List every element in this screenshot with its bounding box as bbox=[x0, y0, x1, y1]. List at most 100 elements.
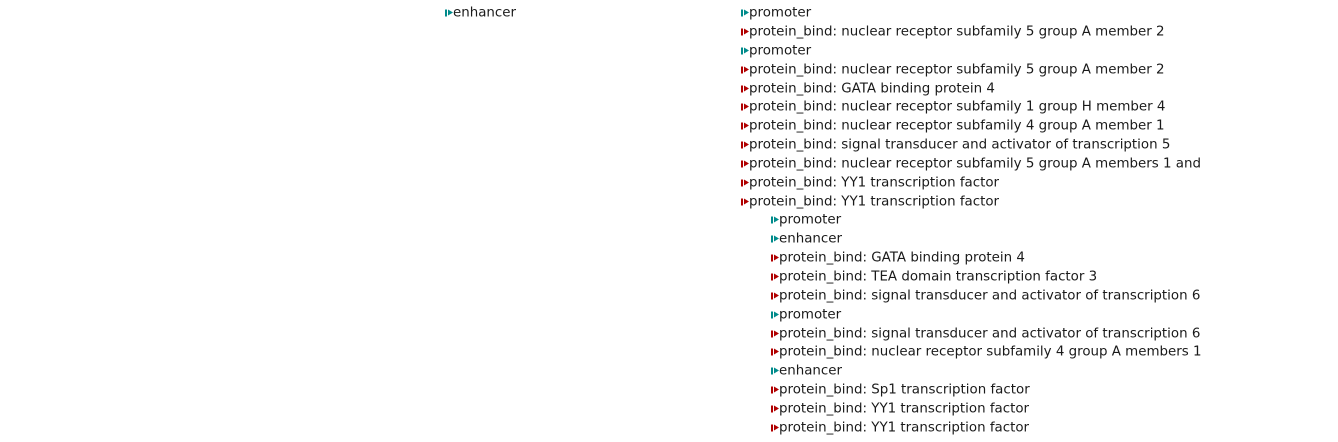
feature-annotation: protein_bind: GATA binding protein 4 bbox=[741, 80, 995, 99]
feature-label: protein_bind: YY1 transcription factor bbox=[749, 194, 1000, 210]
strand-arrow-head bbox=[774, 330, 779, 337]
feature-annotation: promoter bbox=[741, 42, 811, 61]
strand-arrow-icon bbox=[741, 9, 749, 18]
strand-arrow-stem bbox=[741, 179, 743, 187]
feature-label: promoter bbox=[779, 212, 842, 228]
feature-annotation: protein_bind: Sp1 transcription factor bbox=[771, 381, 1030, 400]
feature-label: protein_bind: signal transducer and acti… bbox=[749, 137, 1171, 153]
strand-arrow-icon bbox=[741, 198, 749, 207]
strand-arrow-stem bbox=[741, 47, 743, 55]
strand-arrow-stem bbox=[771, 424, 773, 432]
strand-arrow-icon bbox=[741, 141, 749, 150]
feature-annotation: protein_bind: GATA binding protein 4 bbox=[771, 249, 1025, 268]
feature-annotation: protein_bind: nuclear receptor subfamily… bbox=[741, 61, 1165, 80]
strand-arrow-stem bbox=[771, 330, 773, 338]
strand-arrow-head bbox=[774, 254, 779, 261]
feature-label: protein_bind: nuclear receptor subfamily… bbox=[749, 118, 1165, 134]
feature-label: promoter bbox=[749, 43, 812, 59]
strand-arrow-head bbox=[448, 9, 453, 16]
strand-arrow-head bbox=[744, 103, 749, 110]
strand-arrow-stem bbox=[741, 198, 743, 206]
feature-label: protein_bind: GATA binding protein 4 bbox=[749, 81, 995, 97]
feature-annotation: promoter bbox=[771, 306, 841, 325]
strand-arrow-head bbox=[744, 122, 749, 129]
strand-arrow-icon bbox=[741, 28, 749, 37]
strand-arrow-head bbox=[744, 47, 749, 54]
strand-arrow-head bbox=[744, 28, 749, 35]
strand-arrow-stem bbox=[771, 216, 773, 224]
strand-arrow-icon bbox=[771, 311, 779, 320]
strand-arrow-stem bbox=[771, 367, 773, 375]
strand-arrow-stem bbox=[445, 9, 447, 17]
feature-annotation: protein_bind: YY1 transcription factor bbox=[741, 174, 999, 193]
feature-label: protein_bind: Sp1 transcription factor bbox=[779, 382, 1030, 398]
feature-label: protein_bind: nuclear receptor subfamily… bbox=[749, 62, 1165, 78]
strand-arrow-head bbox=[774, 386, 779, 393]
strand-arrow-stem bbox=[771, 405, 773, 413]
strand-arrow-head bbox=[774, 424, 779, 431]
feature-annotation: protein_bind: YY1 transcription factor bbox=[771, 400, 1029, 419]
feature-annotation: protein_bind: TEA domain transcription f… bbox=[771, 268, 1097, 287]
strand-arrow-stem bbox=[741, 28, 743, 36]
strand-arrow-head bbox=[774, 235, 779, 242]
feature-label: protein_bind: nuclear receptor subfamily… bbox=[749, 24, 1165, 40]
feature-annotation: protein_bind: signal transducer and acti… bbox=[771, 287, 1200, 306]
strand-arrow-stem bbox=[741, 122, 743, 130]
feature-label: protein_bind: nuclear receptor subfamily… bbox=[779, 344, 1202, 360]
feature-annotation: protein_bind: YY1 transcription factor bbox=[771, 419, 1029, 438]
strand-arrow-head bbox=[774, 292, 779, 299]
feature-annotation: protein_bind: signal transducer and acti… bbox=[741, 136, 1170, 155]
strand-arrow-icon bbox=[771, 348, 779, 357]
strand-arrow-icon bbox=[741, 85, 749, 94]
strand-arrow-head bbox=[774, 405, 779, 412]
feature-annotation: protein_bind: nuclear receptor subfamily… bbox=[771, 343, 1202, 362]
strand-arrow-icon bbox=[771, 216, 779, 225]
strand-arrow-icon bbox=[771, 292, 779, 301]
strand-arrow-stem bbox=[771, 273, 773, 281]
strand-arrow-icon bbox=[771, 424, 779, 433]
strand-arrow-stem bbox=[741, 85, 743, 93]
feature-annotation: enhancer bbox=[771, 230, 842, 249]
feature-annotation: enhancer bbox=[771, 362, 842, 381]
strand-arrow-stem bbox=[741, 160, 743, 168]
strand-arrow-icon bbox=[741, 47, 749, 56]
strand-arrow-stem bbox=[771, 254, 773, 262]
strand-arrow-icon bbox=[771, 330, 779, 339]
strand-arrow-head bbox=[744, 85, 749, 92]
feature-annotation: protein_bind: nuclear receptor subfamily… bbox=[741, 155, 1201, 174]
strand-arrow-stem bbox=[741, 141, 743, 149]
strand-arrow-icon bbox=[741, 103, 749, 112]
feature-annotation: protein_bind: signal transducer and acti… bbox=[771, 325, 1200, 344]
strand-arrow-stem bbox=[771, 348, 773, 356]
strand-arrow-head bbox=[774, 273, 779, 280]
strand-arrow-icon bbox=[771, 405, 779, 414]
feature-annotation: promoter bbox=[741, 4, 811, 23]
feature-label: enhancer bbox=[779, 231, 843, 247]
feature-label: protein_bind: nuclear receptor subfamily… bbox=[749, 99, 1166, 115]
strand-arrow-head bbox=[744, 198, 749, 205]
feature-annotation: protein_bind: nuclear receptor subfamily… bbox=[741, 98, 1165, 117]
strand-arrow-head bbox=[774, 348, 779, 355]
feature-label: enhancer bbox=[779, 363, 843, 379]
feature-label: protein_bind: signal transducer and acti… bbox=[779, 326, 1201, 342]
strand-arrow-icon bbox=[741, 122, 749, 131]
strand-arrow-head bbox=[744, 66, 749, 73]
feature-label: promoter bbox=[749, 5, 812, 21]
strand-arrow-icon bbox=[771, 386, 779, 395]
strand-arrow-icon bbox=[771, 254, 779, 263]
feature-label: enhancer bbox=[453, 5, 517, 21]
strand-arrow-icon bbox=[771, 367, 779, 376]
strand-arrow-stem bbox=[741, 66, 743, 74]
strand-arrow-stem bbox=[771, 386, 773, 394]
feature-label: protein_bind: YY1 transcription factor bbox=[749, 175, 1000, 191]
feature-annotation: promoter bbox=[771, 211, 841, 230]
feature-label: protein_bind: signal transducer and acti… bbox=[779, 288, 1201, 304]
feature-annotation: enhancer bbox=[445, 4, 516, 23]
feature-label: promoter bbox=[779, 307, 842, 323]
strand-arrow-stem bbox=[771, 292, 773, 300]
strand-arrow-head bbox=[744, 179, 749, 186]
strand-arrow-stem bbox=[771, 311, 773, 319]
strand-arrow-icon bbox=[771, 235, 779, 244]
strand-arrow-head bbox=[774, 311, 779, 318]
